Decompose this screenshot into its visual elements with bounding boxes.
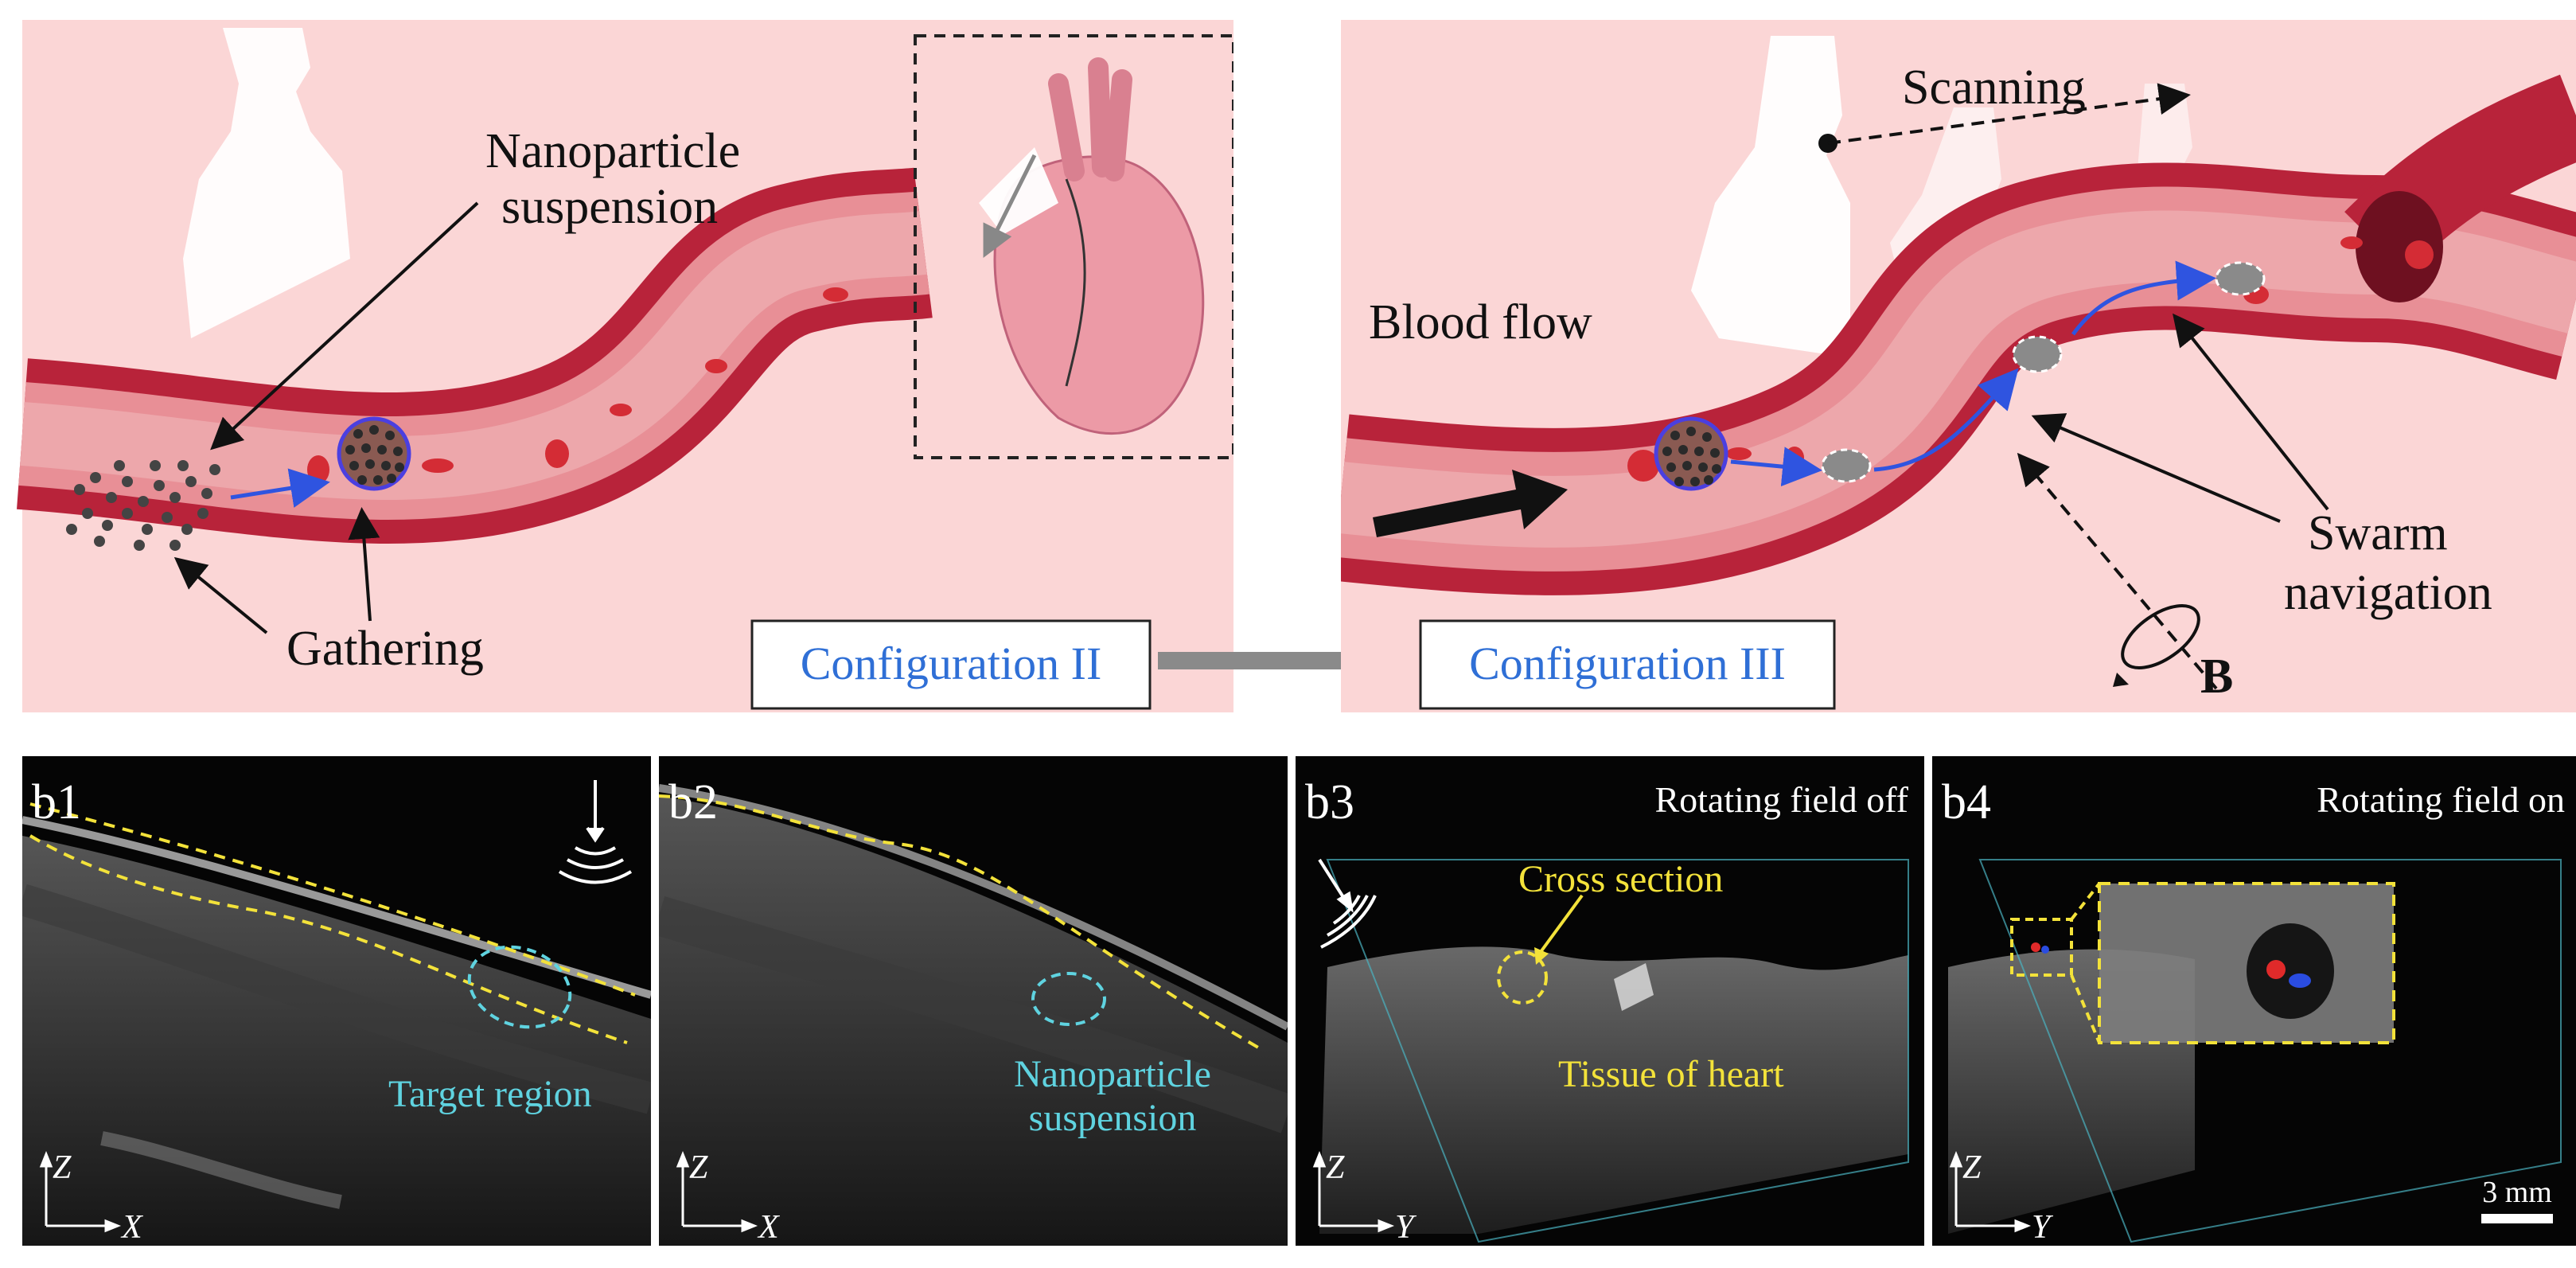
axis-indicator-b1	[39, 1150, 122, 1233]
label-blood-flow: Blood flow	[1369, 295, 1592, 349]
b2-axis-z: Z	[689, 1149, 708, 1186]
label-scanning: Scanning	[1902, 60, 2086, 115]
zoom-source-box	[2010, 918, 2073, 977]
label-swarm-line1: Swarm	[2308, 506, 2448, 560]
axis-indicator-b4	[1949, 1150, 2032, 1233]
cross-section-pointer	[1537, 894, 1584, 957]
blood-flow-arrow	[1373, 470, 1568, 537]
gathering-flow-arrow	[230, 468, 330, 508]
ultrasound-wave-icon-b3	[1318, 858, 1377, 949]
label-gathering: Gathering	[286, 622, 484, 676]
ultrasound-wave-icon	[558, 780, 633, 884]
scan-plane-outline-b4	[1978, 859, 2562, 1243]
b3-status: Rotating field off	[1654, 779, 1908, 820]
ultrasound-image-b1: Target region b1 Z X	[22, 775, 651, 1246]
blue-marker-zoom	[2289, 973, 2311, 988]
top-right-illustration: Scanning	[1341, 20, 2576, 712]
nanoparticle-suspension-cloud	[66, 460, 220, 551]
b1-axis-x: X	[120, 1209, 144, 1246]
panel-b2: Nanoparticle suspension b2 Z X	[659, 756, 1288, 1246]
panel-b4: b4 Rotating field on 3 mm Z Y	[1932, 756, 2576, 1246]
top-right-scene: Scanning	[1341, 20, 2576, 712]
red-marker-zoom	[2266, 960, 2286, 979]
ultrasound-image-b4: b4 Rotating field on 3 mm Z Y	[1942, 775, 2565, 1246]
swarm-pointer-arrow-2	[2173, 313, 2329, 511]
gathering-pointer-arrow-1	[173, 556, 268, 634]
label-swarm-line2: navigation	[2284, 566, 2492, 620]
panel-b1: Target region b1 Z X	[22, 756, 651, 1246]
b2-suspension-line1: Nanoparticle	[1014, 1053, 1211, 1095]
swarm-positions	[1821, 261, 2266, 483]
panel-b3: Cross section Tissue of heart b3 Rotatin…	[1296, 756, 1924, 1246]
config-iii-label: Configuration III	[1469, 638, 1786, 689]
b3-cross-section-label: Cross section	[1518, 858, 1723, 900]
axis-indicator-b3	[1312, 1150, 1395, 1233]
config-iii-box	[1419, 619, 1836, 710]
b2-axis-x: X	[757, 1209, 781, 1246]
swarm-cluster-start	[1654, 416, 1728, 491]
ultrasound-image-b3: Cross section Tissue of heart b3 Rotatin…	[1305, 775, 1909, 1246]
magnetic-field-icon	[2017, 452, 2218, 690]
b4-axis-z: Z	[1962, 1149, 1982, 1186]
swarm-path-arrows	[1730, 260, 2216, 487]
zoom-inset	[2099, 884, 2394, 1043]
suspension-pointer-arrow	[210, 201, 479, 451]
b3-axis-z: Z	[1326, 1149, 1345, 1186]
target-region-marker	[467, 945, 572, 1029]
suspension-marker	[1031, 972, 1106, 1026]
top-left-scene: Nanoparticle suspension Gathering Config…	[0, 20, 1233, 712]
gathering-pointer-arrow-2	[348, 507, 380, 622]
label-field-b: B	[2200, 650, 2233, 704]
b3-panel-tag: b3	[1305, 775, 1354, 829]
b4-panel-tag: b4	[1942, 775, 1991, 829]
b1-target-region-label: Target region	[388, 1073, 592, 1115]
label-suspension-line1: Nanoparticle	[485, 124, 740, 178]
axis-indicator-b2	[676, 1150, 758, 1233]
b4-status: Rotating field on	[2317, 779, 2565, 820]
config-ii-box	[750, 619, 1152, 710]
gathered-swarm	[337, 416, 411, 491]
scale-bar	[2481, 1214, 2553, 1223]
top-left-illustration: Nanoparticle suspension Gathering Config…	[17, 20, 1233, 712]
ultrasound-image-b2: Nanoparticle suspension b2 Z X	[659, 775, 1288, 1246]
b4-axis-y: Y	[2032, 1209, 2054, 1246]
swarm-pointer-arrow-1	[2031, 413, 2281, 523]
b3-tissue-label: Tissue of heart	[1558, 1053, 1784, 1095]
label-suspension-line2: suspension	[501, 180, 718, 234]
cross-section-marker	[1497, 950, 1548, 1005]
b2-panel-tag: b2	[668, 775, 718, 829]
config-ii-label: Configuration II	[801, 638, 1102, 689]
heart-inset	[914, 34, 1233, 459]
scan-plane-outline	[1326, 859, 1909, 1243]
b4-scale-label: 3 mm	[2482, 1176, 2552, 1209]
scan-direction-arrow	[1827, 83, 2191, 145]
ultrasound-probe-icon	[183, 28, 350, 338]
b1-panel-tag: b1	[32, 775, 81, 829]
b1-axis-z: Z	[53, 1149, 72, 1186]
b3-axis-y: Y	[1395, 1209, 1417, 1246]
b2-suspension-line2: suspension	[1029, 1097, 1197, 1139]
